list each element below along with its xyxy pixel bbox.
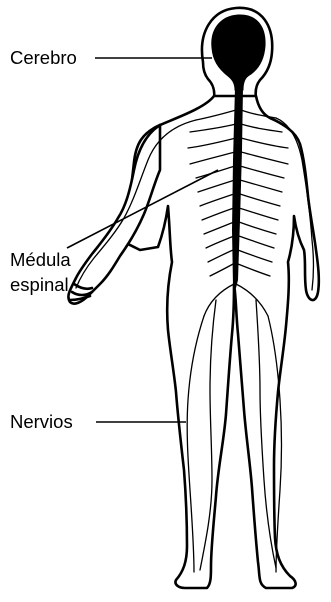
body-outline [68, 8, 318, 588]
label-medula-line1: Médula [10, 247, 90, 272]
label-medula-line2: espinal [10, 272, 90, 297]
label-nervios: Nervios [10, 411, 73, 433]
label-cerebro: Cerebro [10, 47, 77, 69]
label-medula-espinal: Médula espinal [10, 247, 90, 297]
